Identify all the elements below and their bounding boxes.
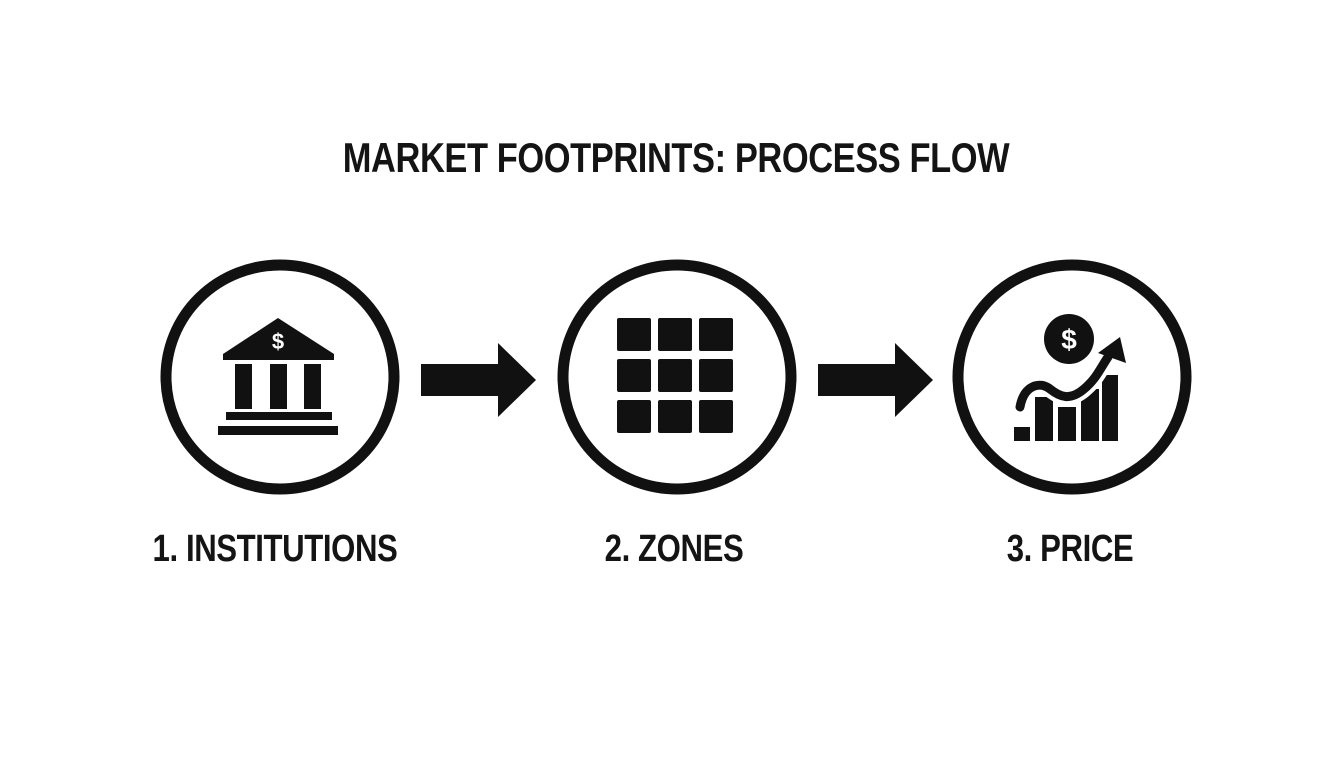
step-price: $	[950, 257, 1194, 497]
price-growth-icon: $	[1011, 314, 1126, 441]
step-zones	[555, 257, 799, 497]
step-label-zones: 2. ZONES	[604, 528, 744, 570]
arrow-right-icon	[421, 343, 536, 417]
price-dollar-sign: $	[1061, 324, 1077, 355]
grid-icon	[617, 318, 733, 433]
page-title: MARKET FOOTPRINTS: PROCESS FLOW	[342, 134, 1010, 181]
step-institutions: $	[158, 257, 402, 497]
step-price-circle: $	[952, 259, 1192, 495]
step-zones-circle	[557, 259, 797, 495]
arrow-right-icon	[818, 343, 933, 417]
step-institutions-circle: $	[160, 259, 400, 495]
bank-icon: $	[218, 318, 338, 435]
step-label-price: 3. PRICE	[1006, 528, 1134, 570]
step-label-institutions: 1. INSTITUTIONS	[152, 528, 398, 570]
bank-dollar-sign: $	[272, 329, 284, 354]
